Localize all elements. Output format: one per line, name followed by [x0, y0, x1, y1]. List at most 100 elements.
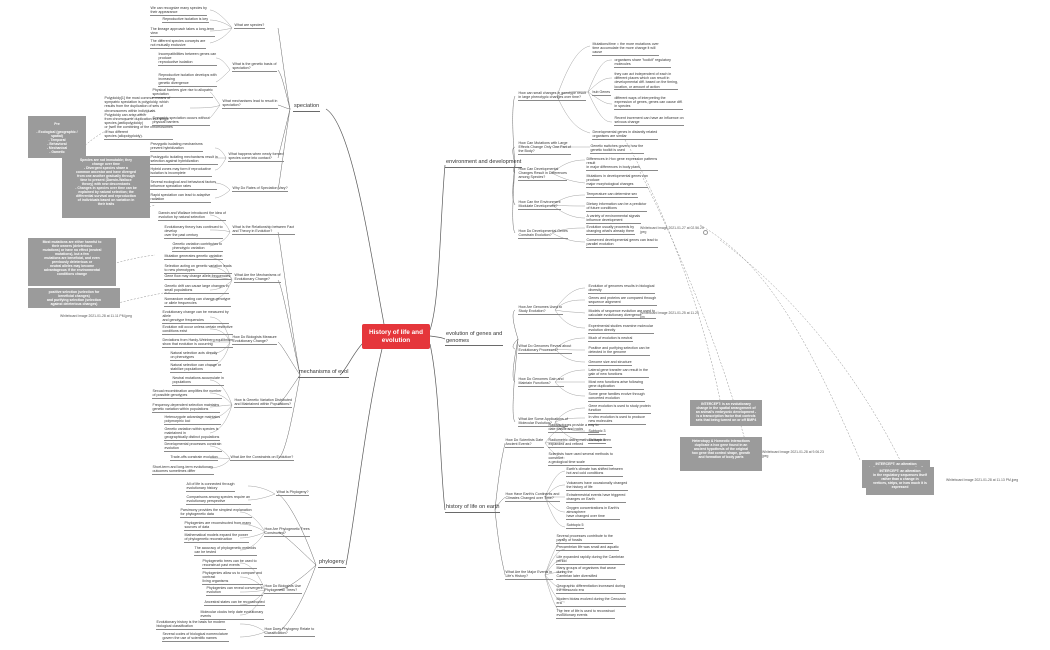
leaf-rl3: Genetic variation contributes to phenoty… — [172, 242, 223, 252]
central-topic-label: History of life and evolution — [369, 328, 423, 344]
leaf-mc3: Gene flow may change allele frequencies — [164, 274, 231, 280]
central-topic[interactable]: History of life and evolution — [362, 324, 430, 349]
leaf-ml1: Genetic switches govern how the genetic … — [590, 144, 644, 154]
leaf-me-5: Geographic differentiation increased dur… — [556, 584, 626, 594]
note-isolation-types[interactable]: Pre - Ecological (geographic / spatial) … — [28, 116, 86, 174]
leaf-gs3: Models of sequence evolution are used to… — [588, 309, 656, 319]
subtopic-major-events[interactable]: What Are the Major Events in Life's Hist… — [505, 570, 553, 580]
image-ref-1[interactable]: Whiteboard image 2021-01-28 at 11.11 PM.… — [60, 314, 132, 318]
leaf-me5: Natural selection can change or stabiliz… — [170, 363, 222, 373]
leaf-gb1: Incompatibilities between genes can prod… — [158, 52, 217, 67]
note-mutations[interactable]: Most mutations are either harmful to the… — [28, 238, 116, 286]
leaf-hz3: Hybrid zones may form if reproductive is… — [150, 167, 212, 177]
leaf-mc4: Genetic drift can cause large changes in… — [164, 284, 230, 294]
note-pre-title: Pre — [54, 122, 60, 126]
leaf-tc2: Phylogenies are reconstructed from many … — [184, 521, 252, 531]
branch-history-earth[interactable]: history of life on earth — [445, 504, 501, 513]
branch-environment-development[interactable]: environment and development — [445, 159, 523, 168]
subtopic-what-phylogeny[interactable]: What Is Phylogeny? — [276, 490, 309, 496]
note-pre-body: - Ecological (geographic / spatial) - Te… — [36, 130, 78, 174]
subtopic-genome-reveal[interactable]: What Do Genomes Reveal about Evolutionar… — [518, 344, 572, 354]
leaf-me2: Evolution will occur unless certain rest… — [162, 325, 234, 335]
leaf-vm1: Neutral mutations accumulate in populati… — [172, 376, 225, 386]
image-ref-5[interactable]: Whiteboard image 2021-01-28 at 11.13 PM.… — [946, 478, 1019, 482]
subtopic-developmental-constrain[interactable]: How Do Developmental Genes Constrain Evo… — [518, 229, 569, 239]
note-intercept-2[interactable]: Heterotopy & Homeotic interactions dupli… — [680, 437, 762, 471]
leaf-me-6: Modern biotas evolved during the Cenozoi… — [556, 597, 627, 607]
leaf-rl2: Evolutionary theory has continued to dev… — [164, 225, 224, 240]
note-intercept-b[interactable]: INTERCEPT: an alteration in the regulato… — [866, 467, 934, 495]
leaf-sp2: Reproductive isolation is key — [162, 17, 209, 23]
leaf-rt1: Several ecological and behavioral factor… — [150, 180, 217, 190]
leaf-gs4: Experimental studies examine molecular e… — [588, 324, 654, 334]
leaf-me4: Natural selection acts directly on pheno… — [170, 351, 218, 361]
leaf-nf2: Most new functions arise following gene … — [588, 380, 644, 390]
leaf-me1: Evolutionary change can be measured by a… — [162, 310, 230, 325]
subtopic-what-species[interactable]: What are species? — [234, 23, 265, 29]
leaf-mr2: Polyploidy[1] the most common means of s… — [104, 96, 174, 140]
leaf-ld-bub: bub Genes — [592, 90, 611, 96]
leaf-gs2: Genes and proteins are compared through … — [588, 296, 657, 306]
leaf-dd2: Mutations in developmental genes can pro… — [586, 174, 649, 189]
subtopic-new-functions[interactable]: How Do Genomes Gain and Maintain Functio… — [518, 377, 564, 387]
note-selection[interactable]: positive selection (selection for benefi… — [28, 288, 120, 308]
leaf-ld2: organisms share "toolkit" regulatory mol… — [614, 58, 672, 68]
leaf-vm5: Genetic variation within species is main… — [164, 427, 220, 442]
leaf-ld3: they can act independent of each in diff… — [614, 72, 679, 91]
branch-speciation[interactable]: speciation — [293, 103, 321, 112]
leaf-mr3: Sympatric speciation occurs without phys… — [152, 116, 211, 126]
subtopic-date-events[interactable]: How Do Scientists Date Ancient Events? — [505, 438, 544, 448]
image-ref-3[interactable]: Whiteboard image 2021-01-25 at 11.24 pm — [640, 311, 699, 319]
leaf-me-7: The tree of life is used to reconstruct … — [556, 609, 616, 619]
subtopic-developmental-diff[interactable]: How Can Developmental Changes Result in … — [518, 167, 568, 182]
subtopic-mechanisms-speciation[interactable]: What mechanisms lead to result in specia… — [222, 99, 278, 109]
leaf-de2: Radiometric dating methods have been exp… — [548, 438, 612, 448]
subtopic-classification[interactable]: How Does Phylogeny Relate to Classificat… — [264, 627, 315, 637]
leaf-ph1: All of life is connected through evoluti… — [186, 482, 235, 492]
leaf-em1: Temperature can determine sex — [586, 192, 638, 198]
subtopic-hybrid-contact[interactable]: What happens when newly formed species c… — [228, 152, 285, 162]
subtopic-applications[interactable]: What Are Some Applications of Molecular … — [518, 417, 569, 427]
image-ref-4[interactable]: Whiteboard image 2021-01-28 at 9.06.23 j… — [762, 450, 824, 458]
subtopic-mutations-large[interactable]: How Can Mutations with Large Effects Cha… — [518, 141, 572, 156]
leaf-de1: Radioisotopes provide a way to date foss… — [548, 423, 599, 433]
leaf-cl2: Several codes of biological nomenclature… — [162, 632, 229, 642]
leaf-tc3: Mathematical models expand the power of … — [184, 533, 249, 543]
leaf-dd1: Differences in Hox gene expression patte… — [586, 157, 658, 172]
leaf-bu4: Ancestral states can be reconstructed — [204, 600, 266, 606]
leaf-vm4: Heterozygote advantage maintains polymor… — [164, 415, 221, 425]
subtopic-use-trees[interactable]: How Do Biologists Use Phylogenetic Trees… — [264, 584, 302, 594]
leaf-rt2: Rapid speciation can lead to adaptive ra… — [150, 193, 211, 203]
subtopic-environment-modulate[interactable]: How Can the Environment Modulate Develop… — [518, 200, 561, 210]
leaf-mc1: Mutation generates genetic variation — [164, 254, 223, 260]
subtopic-speciation-rates[interactable]: Why Do Rates of Speciation Vary? — [232, 186, 289, 192]
image-ref-2[interactable]: Whiteboard image 2021-01-27 at 02.56.25 … — [640, 226, 704, 234]
note-species-change[interactable]: Species are not immutable; they change o… — [62, 156, 150, 218]
subtopic-trees-constructed[interactable]: How Are Phylogenetic Trees Constructed? — [264, 527, 311, 537]
subtopic-mechanisms-change[interactable]: What Are the Mechanisms of Evolutionary … — [234, 273, 281, 283]
leaf-ct3: Extraterrestrial events have triggered c… — [566, 493, 626, 503]
subtopic-genomes-study[interactable]: How Are Genomes Used to Study Evolution? — [518, 305, 563, 315]
subtopic-genetic-basis[interactable]: What is the genetic basis of speciation? — [232, 62, 277, 72]
leaf-tc1: Parsimony provides the simplest explanat… — [180, 508, 253, 518]
subtopic-constraints[interactable]: What Are the Constraints on Evolution? — [230, 455, 294, 461]
leaf-hz1: Prezygotic isolating mechanisms prevent … — [150, 142, 204, 152]
leaf-ap1: Gene evolution is used to study protein … — [588, 404, 652, 414]
leaf-dc1: Evolution usually proceeds by changing w… — [586, 225, 635, 235]
expand-dot[interactable] — [703, 230, 708, 235]
subtopic-continents-climates[interactable]: How Have Earth's Continents and Climates… — [505, 492, 560, 502]
subtopic-fact-theory[interactable]: What Is the Relationship between Fact an… — [232, 225, 295, 235]
subtopic-measure-change[interactable]: How Do Biologists Measure Evolutionary C… — [232, 335, 278, 345]
leaf-ct2: Volcanoes have occasionally changed the … — [566, 481, 628, 491]
subtopic-variation-maintained[interactable]: How Is Genetic Variation Distributed and… — [234, 398, 293, 408]
branch-genes-genomes[interactable]: evolution of genes and genomes — [445, 331, 504, 347]
leaf-tc4: The accuracy of phylogenetic methods can… — [194, 546, 257, 556]
branch-phylogeny[interactable]: phylogeny — [318, 559, 346, 568]
note-intercept-1[interactable]: INTERCEPT: is an evolutionary change in … — [690, 400, 762, 426]
leaf-hz2: Postzygotic isolating mechanisms result … — [150, 155, 219, 165]
leaf-ap2: In vitro evolution is used to produce ne… — [588, 415, 646, 425]
subtopic-large-effects[interactable]: How can small changes in genotype result… — [518, 91, 587, 101]
leaf-dc2: Conserved developmental genes can lead t… — [586, 238, 659, 248]
leaf-rl1: Darwin and Wallace introduced the idea o… — [158, 211, 227, 221]
branch-mechanisms[interactable]: mechanisms of evol — [298, 369, 350, 378]
